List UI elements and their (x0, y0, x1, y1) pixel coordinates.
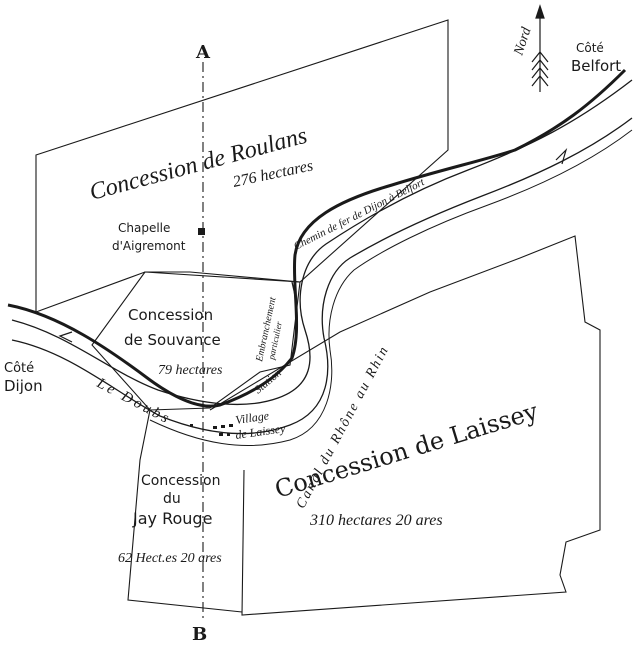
jay-rouge-line2: du (163, 491, 181, 507)
boundary-jay-rouge (127, 409, 243, 613)
section-label-a: A (195, 42, 211, 63)
village-label-line1: Village (234, 408, 270, 427)
canal (149, 129, 633, 447)
north-arrow-icon (531, 4, 549, 92)
dijon-label-line2: Dijon (4, 377, 43, 395)
jay-rouge-area: 62 Hect.es 20 ares (118, 551, 222, 566)
branch-line (291, 281, 298, 359)
dijon-label-line1: Côté (4, 361, 34, 376)
souvance-line2: de Souvance (124, 331, 221, 349)
souvance-area: 79 hectares (158, 363, 223, 378)
chapelle-marker (198, 228, 205, 235)
flow-arrows (58, 147, 568, 343)
section-label-b: B (192, 624, 207, 645)
laissey-area: 310 hectares 20 ares (309, 512, 443, 529)
belfort-label-line2: Belfort (571, 57, 621, 75)
chapelle-label-line1: Chapelle (118, 221, 170, 235)
belfort-label-line1: Côté (576, 41, 604, 55)
compass-label: Nord (511, 25, 535, 58)
railway-line (7, 68, 627, 408)
jay-rouge-line3: Jay Rouge (132, 509, 212, 528)
souvance-line1: Concession (128, 306, 213, 324)
river-le-doubs (11, 79, 633, 435)
chapelle-label-line2: d'Aigremont (112, 239, 186, 253)
concession-boundaries (35, 19, 601, 616)
boundary-souvance (91, 271, 301, 411)
doubs-label: Le Doubs (93, 375, 174, 428)
railway-label: Chemin de fer de Dijon à Belfort (292, 176, 427, 253)
jay-rouge-line1: Concession (141, 473, 220, 489)
village-houses (190, 424, 233, 436)
boundary-laissey (209, 235, 601, 616)
